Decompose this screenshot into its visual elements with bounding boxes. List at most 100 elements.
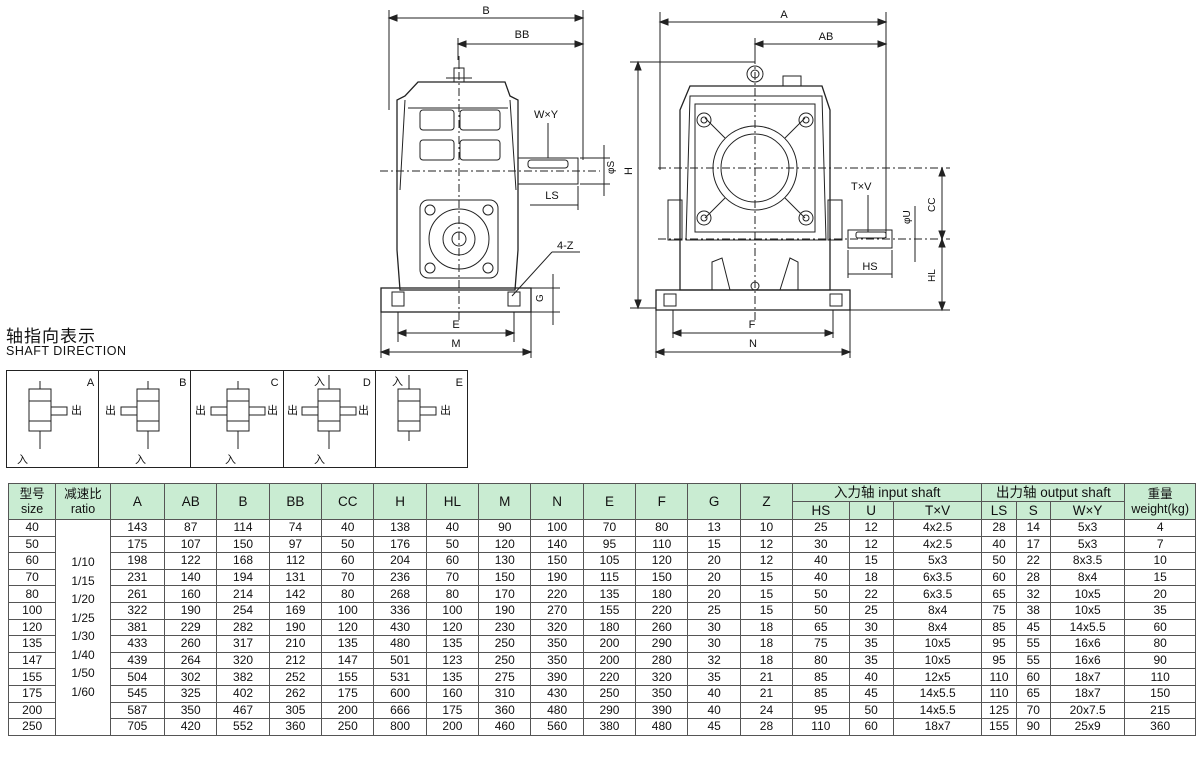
in-label: 入 (314, 454, 325, 466)
in-label: 入 (392, 376, 403, 388)
table-cell: 35 (1124, 601, 1196, 620)
header-col: M (478, 483, 532, 520)
table-cell: 122 (164, 552, 218, 570)
table-cell: 131 (268, 568, 323, 587)
table-cell: 30 (848, 618, 894, 637)
table-cell: 20 (687, 585, 741, 603)
table-cell: 190 (164, 601, 218, 620)
table-cell: 350 (635, 684, 689, 703)
table-cell: 120 (635, 552, 689, 570)
table-cell: 317 (216, 635, 270, 653)
table-cell: 70 (1015, 701, 1051, 720)
header-ratio-cn: 减速比 (64, 486, 102, 501)
table-cell: 480 (635, 718, 689, 736)
header-size-en: size (21, 501, 44, 516)
table-cell: 290 (635, 635, 689, 653)
front-view: A AB H (623, 9, 950, 358)
table-cell: 30 (792, 535, 850, 554)
table-cell: 268 (373, 585, 427, 603)
table-cell: 200 (582, 635, 637, 653)
table-cell: 10 (739, 519, 794, 537)
table-cell: 30 (687, 618, 741, 637)
table-cell: 138 (373, 519, 427, 537)
table-cell: 175 (425, 701, 480, 720)
table-cell: 5x3 (1049, 535, 1126, 554)
table-cell: 260 (635, 618, 689, 637)
table-cell: 45 (848, 684, 894, 703)
header-col: B (216, 483, 270, 520)
ratio-value: 1/30 (71, 629, 95, 644)
header-input-col: T×V (892, 501, 983, 520)
table-cell: 97 (268, 535, 323, 554)
table-cell: 180 (635, 585, 689, 603)
dim-label-WxY: W×Y (534, 109, 559, 121)
table-cell: 430 (530, 684, 584, 703)
size-cell: 70 (7, 568, 57, 587)
table-cell: 210 (268, 635, 323, 653)
ratio-value: 1/50 (71, 666, 95, 681)
size-cell: 135 (7, 635, 57, 653)
ratio-value: 1/10 (71, 555, 95, 570)
table-cell: 480 (373, 635, 427, 653)
table-cell: 85 (792, 668, 850, 686)
table-cell: 100 (425, 601, 480, 620)
table-cell: 40 (687, 701, 741, 720)
table-cell: 10 (1124, 552, 1196, 570)
header-weight-cn: 重量 (1147, 486, 1173, 501)
header-weight: 重量 weight(kg) (1124, 483, 1196, 520)
header-input-group: 入力轴 input shaft (792, 483, 983, 502)
table-cell: 18x7 (1049, 668, 1126, 686)
header-ratio: 减速比 ratio (55, 483, 111, 520)
table-cell: 110 (981, 684, 1017, 703)
shaft-direction-letter: E (455, 377, 464, 389)
table-cell: 15 (739, 601, 794, 620)
table-cell: 80 (425, 585, 480, 603)
header-col: HL (425, 483, 480, 520)
header-output-group: 出力轴 output shaft (981, 483, 1126, 502)
header-col: H (373, 483, 427, 520)
side-view: B BB W× (379, 5, 617, 358)
dim-label-E: E (452, 319, 459, 331)
table-cell: 80 (635, 519, 689, 537)
table-cell: 169 (268, 601, 323, 620)
dim-label-G: G (535, 294, 546, 302)
table-cell: 30 (687, 635, 741, 653)
table-cell: 587 (109, 701, 166, 720)
table-cell: 531 (373, 668, 427, 686)
table-cell: 22 (1015, 552, 1051, 570)
table-cell: 80 (321, 585, 375, 603)
table-cell: 8x3.5 (1049, 552, 1126, 570)
table-cell: 135 (425, 635, 480, 653)
shaft-direction-cell-e: E 入 出 (376, 371, 467, 467)
table-cell: 18x7 (892, 718, 983, 736)
dim-label-HS: HS (862, 261, 877, 273)
table-cell: 100 (321, 601, 375, 620)
dim-label-AB: AB (819, 31, 834, 43)
table-cell: 60 (425, 552, 480, 570)
dim-label-TxV: T×V (851, 181, 872, 193)
table-cell: 705 (109, 718, 166, 736)
size-cell: 200 (7, 701, 57, 720)
table-cell: 350 (164, 701, 218, 720)
size-cell: 80 (7, 585, 57, 603)
table-cell: 4x2.5 (892, 519, 983, 537)
spec-table: 型号 size 减速比 ratio A AB B BB CC H HL M N … (7, 483, 1196, 736)
table-cell: 382 (216, 668, 270, 686)
size-cell: 155 (7, 668, 57, 686)
table-cell: 150 (216, 535, 270, 554)
table-cell: 140 (164, 568, 218, 587)
table-cell: 50 (321, 535, 375, 554)
dim-label-U: φU (902, 210, 913, 224)
table-cell: 552 (216, 718, 270, 736)
table-cell: 302 (164, 668, 218, 686)
table-cell: 140 (530, 535, 584, 554)
table-cell: 194 (216, 568, 270, 587)
table-cell: 150 (1124, 684, 1196, 703)
table-cell: 45 (1015, 618, 1051, 637)
